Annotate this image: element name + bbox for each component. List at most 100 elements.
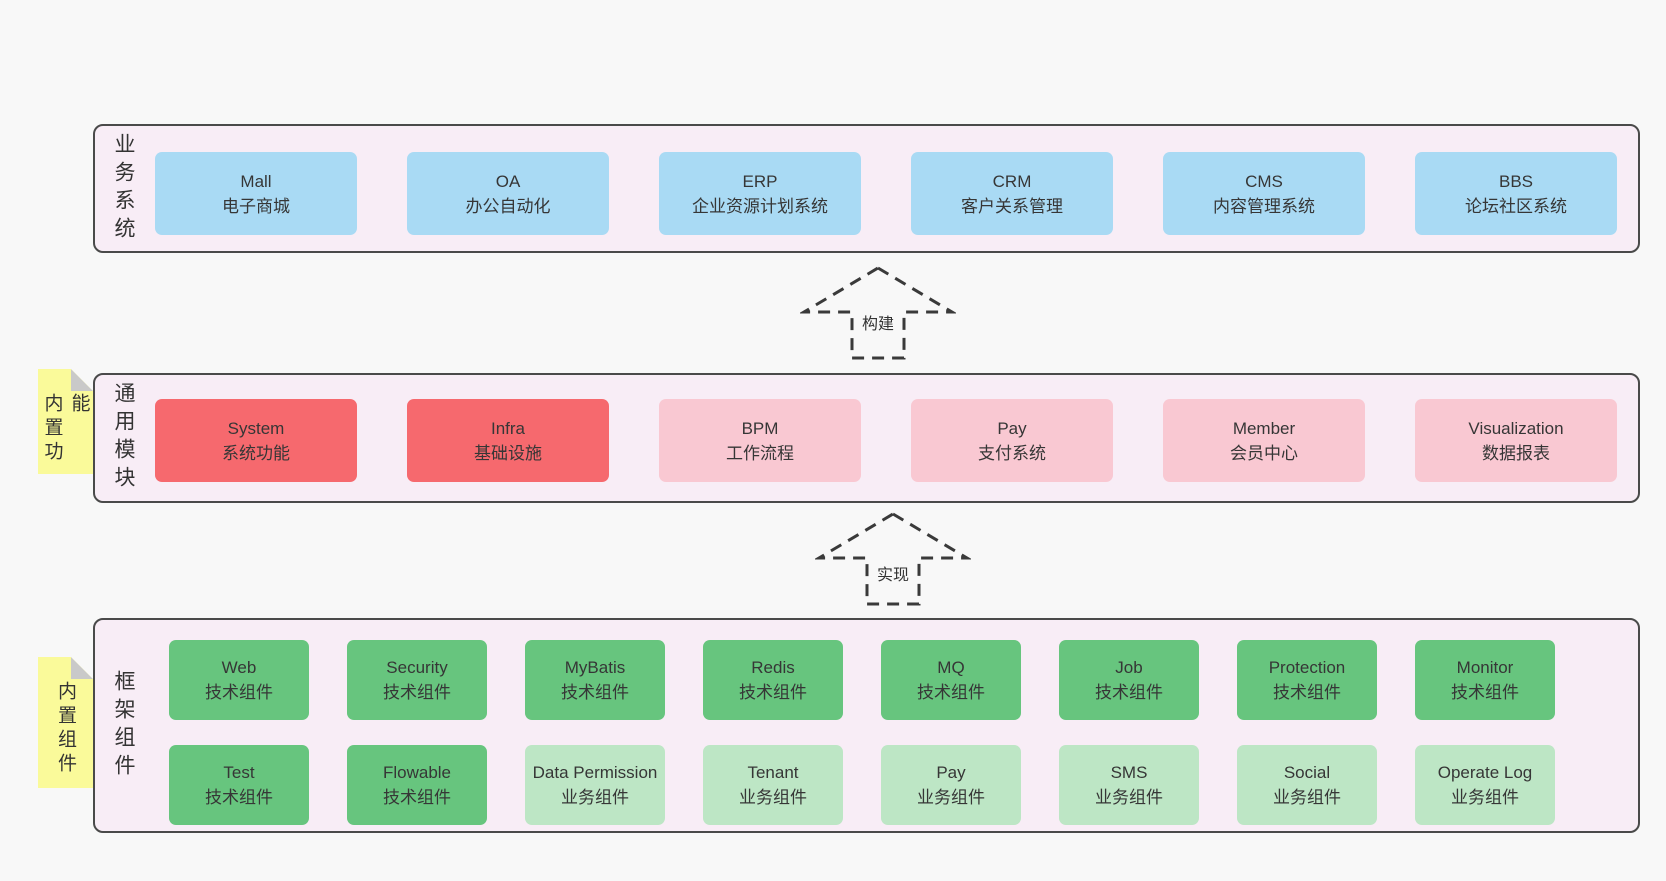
node-desc: 业务组件 [1095, 788, 1163, 807]
node-name: Social [1283, 763, 1331, 782]
node-social: Social 业务组件 [1237, 745, 1377, 825]
sticky-built-in-features: 内置功能 [38, 369, 93, 474]
node-name: System [227, 418, 285, 438]
node-name: Operate Log [1437, 763, 1533, 782]
node-mq: MQ 技术组件 [881, 640, 1021, 720]
node-name: MQ [937, 658, 965, 677]
node-name: SMS [1110, 763, 1148, 782]
implement-arrow-label: 实现 [872, 559, 914, 587]
node-test: Test 技术组件 [169, 745, 309, 825]
node-job: Job 技术组件 [1059, 640, 1199, 720]
dashed-up-arrow-icon [800, 266, 956, 360]
node-desc: 基础设施 [474, 443, 542, 463]
node-desc: 业务组件 [1451, 788, 1519, 807]
node-desc: 支付系统 [978, 443, 1046, 463]
node-name: BPM [741, 418, 779, 438]
node-name: Data Permission [532, 763, 658, 782]
node-desc: 技术组件 [383, 683, 451, 702]
sticky-label: 内置组件 [55, 681, 76, 777]
node-name: MyBatis [564, 658, 626, 677]
node-desc: 业务组件 [739, 788, 807, 807]
node-desc: 电子商城 [222, 196, 290, 216]
node-pay-module: Pay 支付系统 [911, 399, 1113, 482]
node-tenant: Tenant 业务组件 [703, 745, 843, 825]
node-desc: 技术组件 [1095, 683, 1163, 702]
node-desc: 系统功能 [222, 443, 290, 463]
node-desc: 工作流程 [726, 443, 794, 463]
node-monitor: Monitor 技术组件 [1415, 640, 1555, 720]
node-desc: 客户关系管理 [961, 196, 1063, 216]
sticky-fold-icon [71, 657, 93, 679]
node-name: Web [221, 658, 257, 677]
node-name: OA [495, 171, 521, 191]
node-name: Protection [1268, 658, 1346, 677]
node-name: Security [386, 658, 448, 677]
node-desc: 技术组件 [561, 683, 629, 702]
node-desc: 内容管理系统 [1213, 196, 1315, 216]
node-crm: CRM 客户关系管理 [911, 152, 1113, 235]
node-desc: 业务组件 [917, 788, 985, 807]
node-mall: Mall 电子商城 [155, 152, 357, 235]
node-name: CRM [992, 171, 1032, 191]
node-name: Test [223, 763, 255, 782]
node-member: Member 会员中心 [1163, 399, 1365, 482]
node-desc: 企业资源计划系统 [692, 196, 828, 216]
node-web: Web 技术组件 [169, 640, 309, 720]
node-pay-component: Pay 业务组件 [881, 745, 1021, 825]
node-name: Visualization [1468, 418, 1564, 438]
node-sms: SMS 业务组件 [1059, 745, 1199, 825]
node-data-permission: Data Permission 业务组件 [525, 745, 665, 825]
node-desc: 会员中心 [1230, 443, 1298, 463]
modules-layer: 通用模块 System 系统功能 Infra 基础设施 BPM 工作流程 Pay… [93, 373, 1640, 503]
sticky-fold-icon [71, 369, 93, 391]
framework-layer: 框架组件 Web 技术组件 Security 技术组件 MyBatis 技术组件… [93, 618, 1640, 833]
node-desc: 技术组件 [383, 788, 451, 807]
node-bbs: BBS 论坛社区系统 [1415, 152, 1617, 235]
node-name: Redis [751, 658, 795, 677]
node-name: Pay [936, 763, 966, 782]
node-operate-log: Operate Log 业务组件 [1415, 745, 1555, 825]
node-erp: ERP 企业资源计划系统 [659, 152, 861, 235]
sticky-built-in-components: 内置组件 [38, 657, 93, 788]
node-name: BBS [1498, 171, 1534, 191]
node-name: Infra [490, 418, 526, 438]
node-name: Flowable [382, 763, 452, 782]
build-arrow-label: 构建 [857, 308, 899, 336]
modules-layer-label: 通用模块 [112, 382, 135, 494]
node-security: Security 技术组件 [347, 640, 487, 720]
node-desc: 数据报表 [1482, 443, 1550, 463]
framework-layer-label: 框架组件 [112, 669, 135, 782]
node-system: System 系统功能 [155, 399, 357, 482]
node-desc: 技术组件 [1273, 683, 1341, 702]
node-cms: CMS 内容管理系统 [1163, 152, 1365, 235]
node-protection: Protection 技术组件 [1237, 640, 1377, 720]
node-desc: 技术组件 [205, 788, 273, 807]
node-name: Monitor [1456, 658, 1514, 677]
node-desc: 论坛社区系统 [1465, 196, 1567, 216]
dashed-up-arrow-icon [815, 512, 971, 606]
node-oa: OA 办公自动化 [407, 152, 609, 235]
node-name: Mall [240, 171, 272, 191]
node-visualization: Visualization 数据报表 [1415, 399, 1617, 482]
node-desc: 办公自动化 [465, 196, 551, 216]
node-name: Member [1232, 418, 1296, 438]
node-mybatis: MyBatis 技术组件 [525, 640, 665, 720]
build-arrow: 构建 [800, 265, 956, 361]
node-bpm: BPM 工作流程 [659, 399, 861, 482]
business-layer-label: 业务系统 [112, 132, 135, 245]
node-desc: 技术组件 [739, 683, 807, 702]
node-infra: Infra 基础设施 [407, 399, 609, 482]
sticky-label: 内置功能 [41, 393, 90, 465]
node-redis: Redis 技术组件 [703, 640, 843, 720]
node-desc: 业务组件 [561, 788, 629, 807]
node-desc: 技术组件 [1451, 683, 1519, 702]
node-name: ERP [742, 171, 778, 191]
node-name: Pay [997, 418, 1027, 438]
node-desc: 技术组件 [205, 683, 273, 702]
node-desc: 业务组件 [1273, 788, 1341, 807]
node-flowable: Flowable 技术组件 [347, 745, 487, 825]
node-name: Job [1115, 658, 1143, 677]
node-name: Tenant [747, 763, 799, 782]
implement-arrow: 实现 [815, 511, 971, 607]
